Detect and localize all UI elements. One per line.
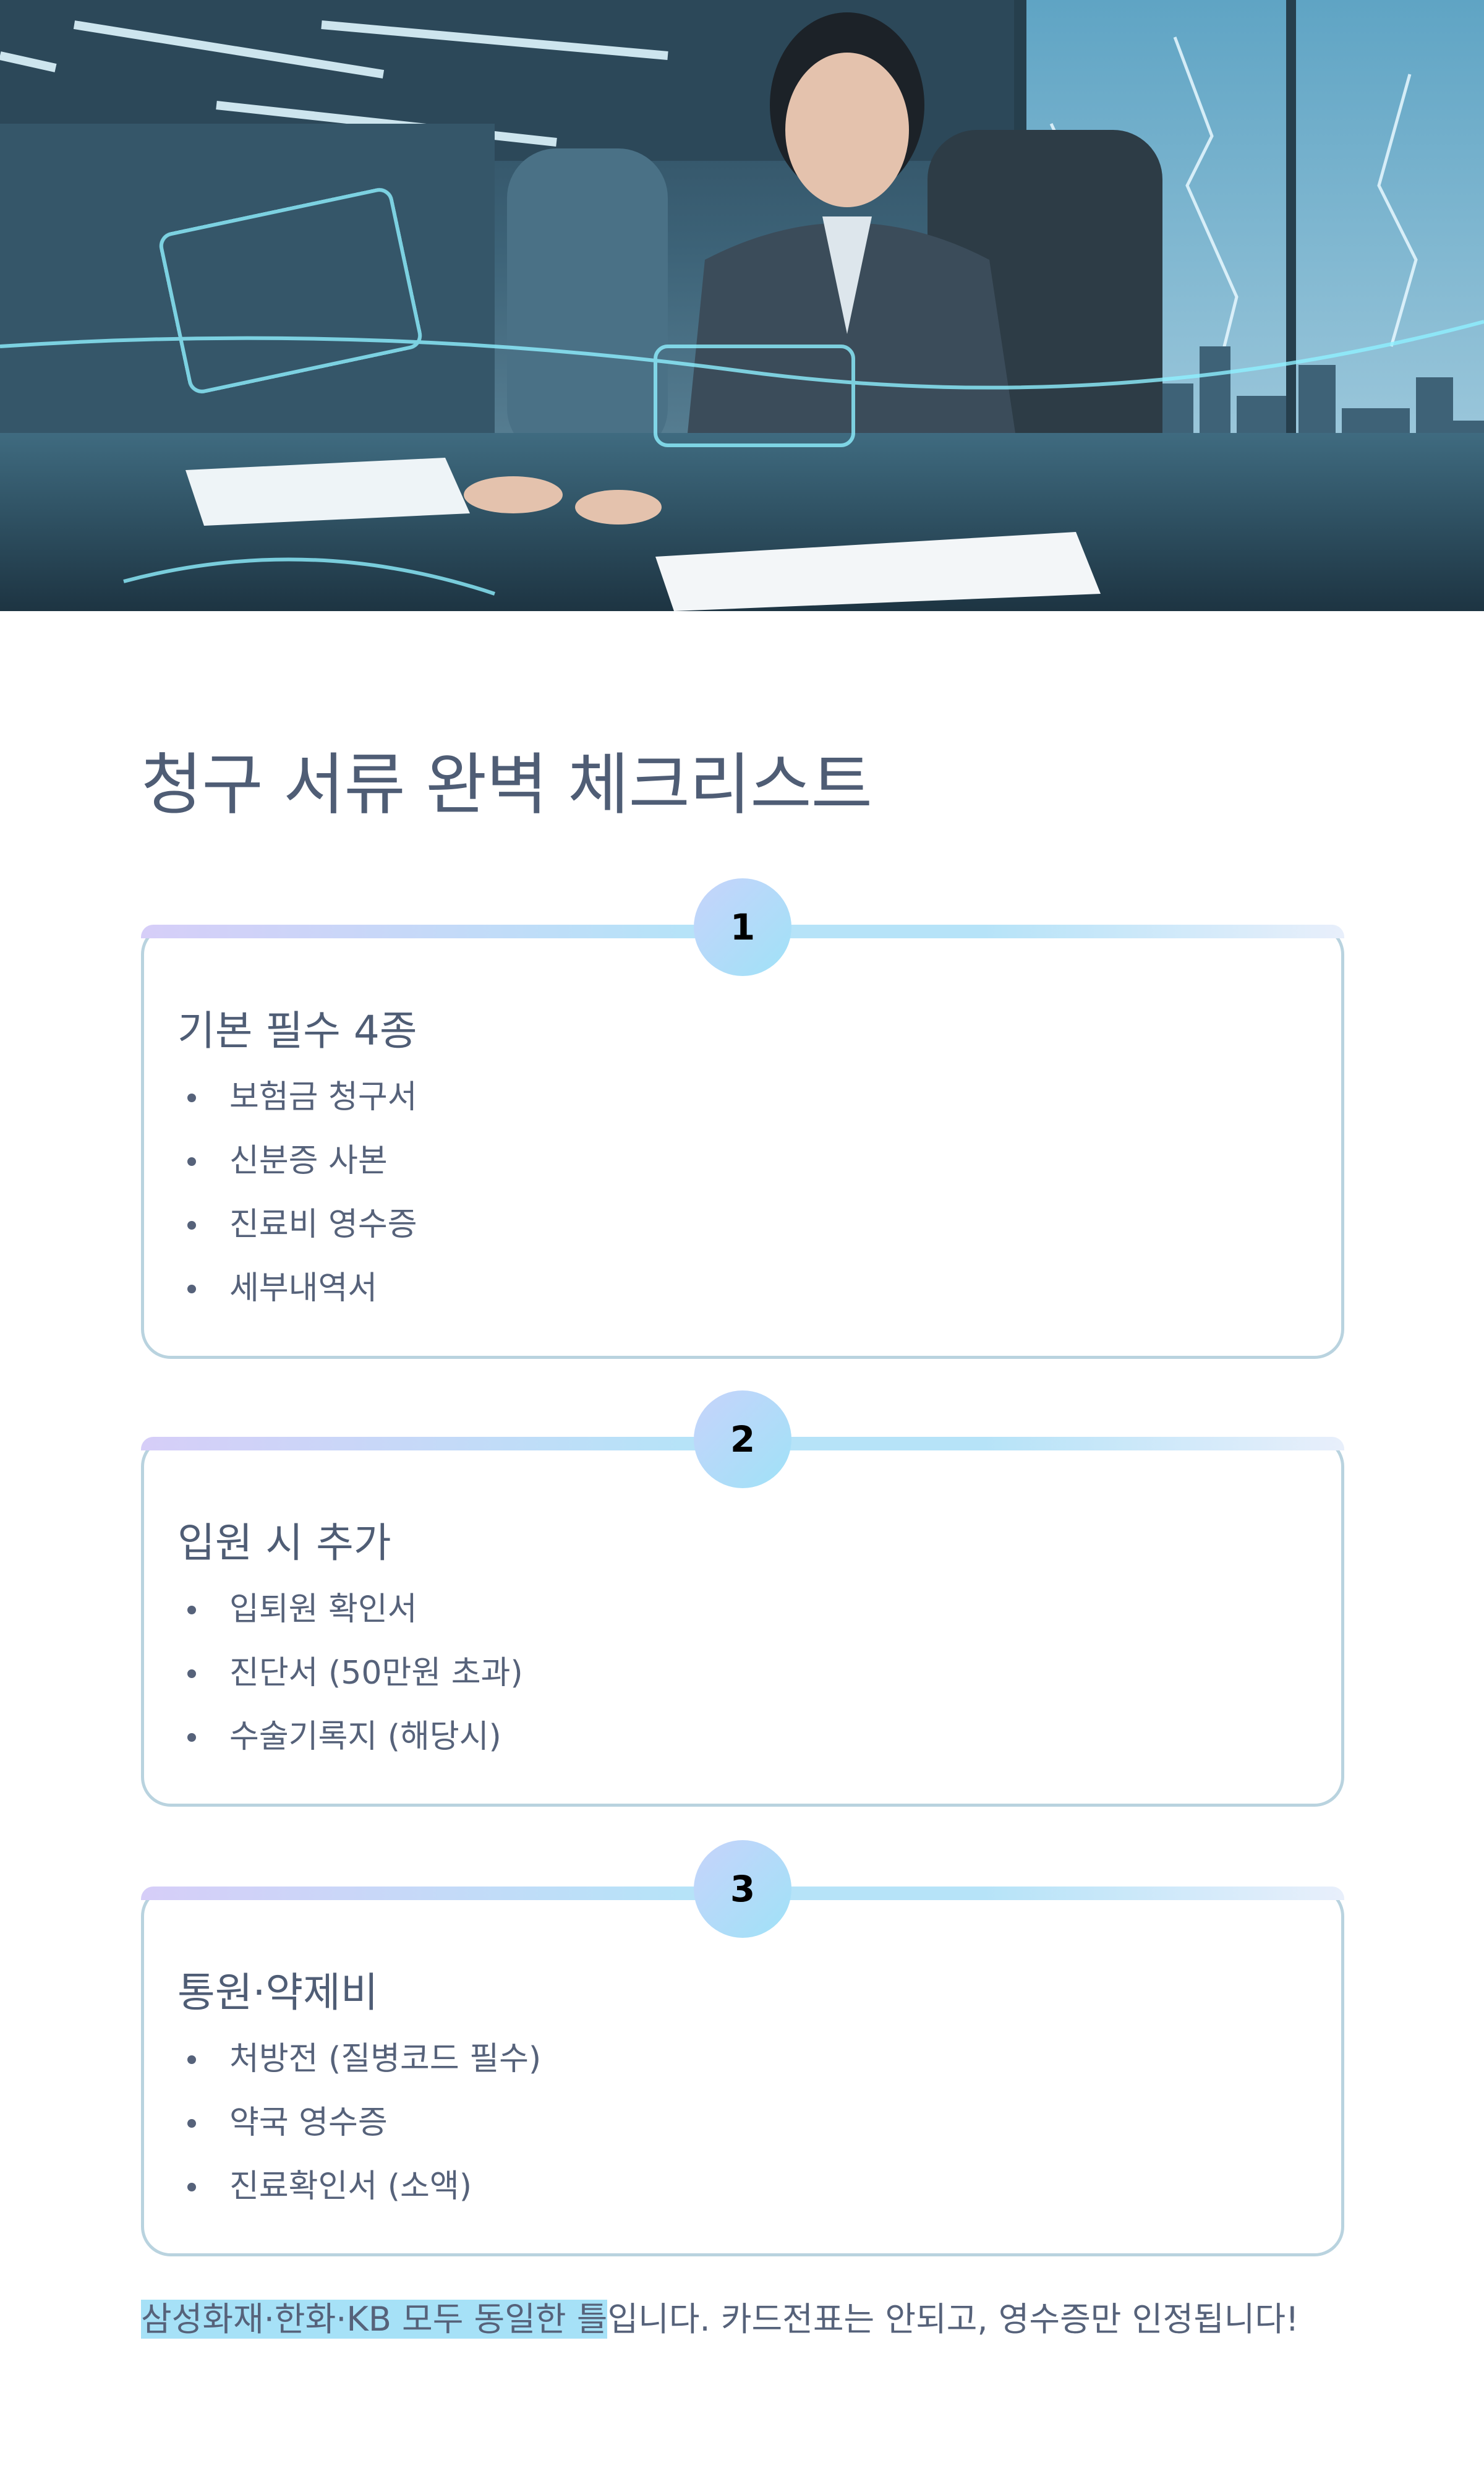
document-list: 보험금 청구서 신분증 사본 진료비 영수증 세부내역서: [177, 1073, 417, 1327]
checklist-card-outpatient: 3 통원·약제비 처방전 (질병코드 필수) 약국 영수증 진료확인서 (소액): [141, 1840, 1344, 2256]
note-text: 입니다. 카드전표는 안되고, 영수증만 인정됩니다!: [607, 2300, 1299, 2339]
list-item: 처방전 (질병코드 필수): [177, 2034, 541, 2098]
list-item: 진단서 (50만원 초과): [177, 1648, 523, 1712]
document-list: 처방전 (질병코드 필수) 약국 영수증 진료확인서 (소액): [177, 2034, 541, 2225]
hero-illustration: [0, 0, 1484, 611]
list-item: 진료확인서 (소액): [177, 2162, 541, 2225]
list-item: 세부내역서: [177, 1264, 417, 1327]
list-item: 보험금 청구서: [177, 1073, 417, 1136]
page-title: 청구 서류 완벽 체크리스트: [141, 747, 872, 824]
highlighted-text: 삼성화재·한화·KB 모두 동일한 틀: [141, 2300, 608, 2339]
step-number-badge: 1: [694, 878, 791, 976]
card-heading: 기본 필수 4종: [177, 1007, 417, 1055]
hero-image: [0, 0, 1484, 611]
document-list: 입퇴원 확인서 진단서 (50만원 초과) 수술기록지 (해당시): [177, 1585, 523, 1776]
checklist-card-basic: 1 기본 필수 4종 보험금 청구서 신분증 사본 진료비 영수증 세부내역서: [141, 878, 1344, 1359]
list-item: 수술기록지 (해당시): [177, 1712, 523, 1776]
list-item: 입퇴원 확인서: [177, 1585, 523, 1648]
list-item: 약국 영수증: [177, 2098, 541, 2162]
list-item: 진료비 영수증: [177, 1200, 417, 1264]
card-heading: 통원·약제비: [177, 1969, 378, 2016]
list-item: 신분증 사본: [177, 1136, 417, 1200]
step-number-badge: 2: [694, 1390, 791, 1488]
checklist-card-inpatient: 2 입원 시 추가 입퇴원 확인서 진단서 (50만원 초과) 수술기록지 (해…: [141, 1390, 1344, 1807]
insurer-note: 삼성화재·한화·KB 모두 동일한 틀입니다. 카드전표는 안되고, 영수증만 …: [141, 2293, 1299, 2345]
card-heading: 입원 시 추가: [177, 1519, 391, 1567]
step-number-badge: 3: [694, 1840, 791, 1938]
